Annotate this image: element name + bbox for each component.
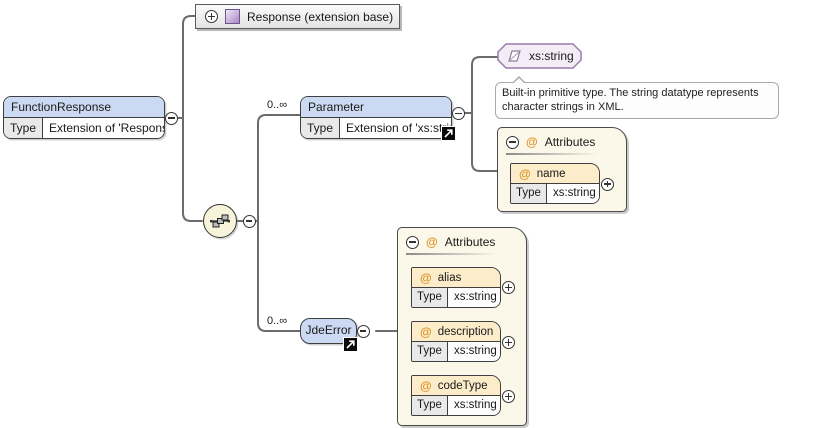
parameter-node[interactable]: Parameter Type Extension of 'xs:string' — [300, 96, 452, 139]
simple-type-shape — [497, 43, 582, 69]
collapse-icon-jde-error[interactable] — [356, 324, 370, 338]
attribute-name-label: name — [536, 167, 566, 180]
at-sign-icon: @ — [420, 324, 432, 339]
sequence-icon — [210, 214, 230, 228]
expand-icon-attribute-name[interactable] — [601, 177, 614, 191]
type-label: Type — [412, 396, 448, 415]
collapse-icon-function-response[interactable] — [165, 111, 178, 125]
attribute-type-row: Type xs:string — [412, 287, 500, 307]
xs-string-tooltip: Built-in primitive type. The string data… — [495, 76, 779, 119]
jde-error-label: JdeError — [305, 323, 352, 337]
function-response-name: FunctionResponse — [4, 97, 164, 118]
attribute-name-label: codeType — [437, 379, 488, 392]
function-response-type-row: Type Extension of 'Response' — [4, 118, 164, 138]
type-label: Type — [4, 118, 44, 138]
complex-type-icon — [225, 9, 240, 24]
tooltip-text: Built-in primitive type. The string data… — [502, 87, 759, 113]
occurrence-label-jdeerror: 0..∞ — [267, 315, 288, 327]
type-value: xs:string — [447, 288, 500, 307]
attribute-codetype[interactable]: @ codeType Type xs:string — [411, 375, 501, 416]
attribute-type-row: Type xs:string — [412, 341, 500, 361]
divider — [506, 153, 598, 155]
at-sign-icon: @ — [420, 270, 432, 285]
xs-string-node[interactable]: xs:string — [497, 43, 582, 69]
type-value: Extension of 'xs:string' — [340, 118, 451, 138]
type-label: Type — [511, 184, 547, 203]
attribute-type-row: Type xs:string — [412, 395, 500, 415]
type-label: Type — [412, 288, 448, 307]
attributes-title: Attributes — [444, 235, 496, 249]
divider — [406, 253, 498, 255]
expand-icon-attribute-description[interactable] — [502, 336, 515, 349]
attributes-panel-header: @ Attributes — [398, 228, 526, 249]
response-extension-base-node[interactable]: Response (extension base) — [195, 4, 400, 29]
attributes-title: Attributes — [544, 135, 596, 149]
sequence-compositor-node[interactable] — [203, 204, 237, 238]
attributes-panel-header: @ Attributes — [498, 128, 626, 149]
attribute-type-row: Type xs:string — [511, 183, 599, 203]
xs-string-label: xs:string — [529, 49, 574, 63]
type-value: xs:string — [546, 184, 599, 203]
type-label: Type — [301, 118, 341, 138]
goto-definition-arrow-icon[interactable] — [441, 126, 456, 141]
type-value: Extension of 'Response' — [43, 118, 164, 138]
type-label: Type — [412, 342, 448, 361]
collapse-icon-sequence[interactable] — [242, 214, 256, 228]
type-value: xs:string — [447, 342, 500, 361]
attribute-alias[interactable]: @ alias Type xs:string — [411, 267, 501, 308]
collapse-icon-attributes[interactable] — [506, 135, 519, 149]
at-sign-icon: @ — [420, 378, 432, 393]
goto-definition-arrow-icon[interactable] — [343, 337, 358, 352]
parameter-name: Parameter — [301, 97, 451, 118]
collapse-icon-attributes[interactable] — [406, 235, 419, 249]
occurrence-label-parameter: 0..∞ — [267, 99, 288, 111]
attribute-name-label: alias — [437, 271, 462, 284]
at-sign-icon: @ — [519, 166, 531, 181]
parameter-type-row: Type Extension of 'xs:string' — [301, 118, 451, 138]
expand-icon-attribute-alias[interactable] — [502, 281, 515, 294]
response-base-label: Response (extension base) — [247, 9, 394, 24]
type-value: xs:string — [447, 396, 500, 415]
at-sign-icon: @ — [426, 235, 438, 249]
collapse-icon-parameter[interactable] — [452, 107, 465, 120]
attribute-name-label: description — [437, 325, 494, 338]
attribute-description[interactable]: @ description Type xs:string — [411, 321, 501, 362]
function-response-node[interactable]: FunctionResponse Type Extension of 'Resp… — [3, 96, 165, 139]
at-sign-icon: @ — [526, 135, 538, 149]
expand-icon-attribute-codetype[interactable] — [502, 390, 515, 403]
attribute-name[interactable]: @ name Type xs:string — [510, 163, 600, 204]
expand-icon[interactable] — [205, 10, 218, 23]
simple-type-icon — [508, 50, 521, 62]
